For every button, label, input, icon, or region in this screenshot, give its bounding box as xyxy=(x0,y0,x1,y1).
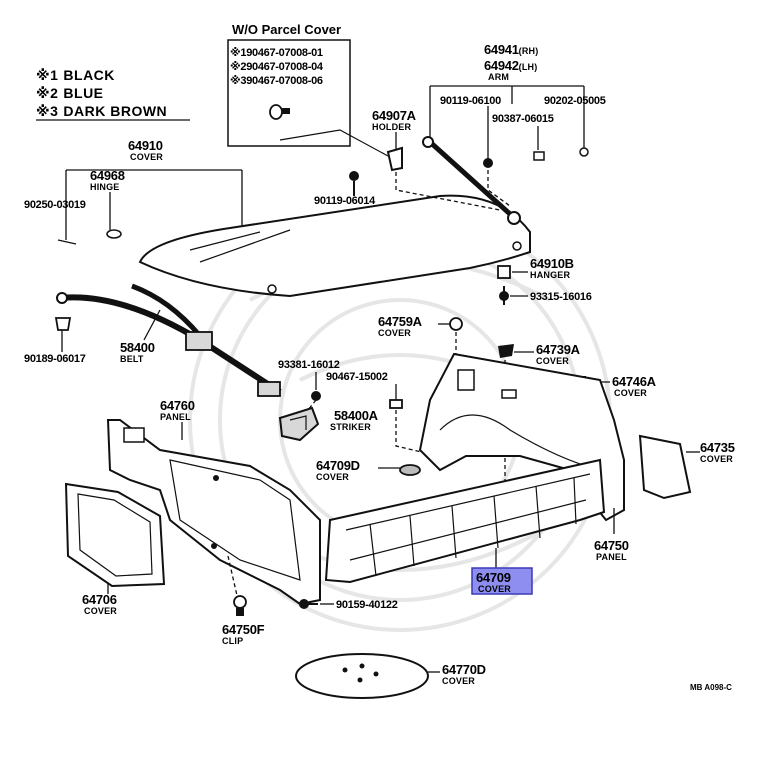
reference-code: MB A098-C xyxy=(690,683,732,692)
label-64968-number: 64968 xyxy=(90,168,125,183)
label-58400-desc: BELT xyxy=(120,354,144,364)
part-64709-cover xyxy=(324,458,606,584)
inset-line-3: ※390467-07008-06 xyxy=(230,75,323,87)
label-64968-desc: HINGE xyxy=(90,182,120,192)
label-90387-number: 90387-06015 xyxy=(492,113,554,125)
part-58400-belt xyxy=(56,283,282,397)
hinge-pin-icon xyxy=(57,229,122,245)
label-64910B-desc: HANGER xyxy=(530,270,571,280)
screw-icon xyxy=(299,599,318,609)
label-64942-desc: ARM xyxy=(488,72,509,82)
label-64759A-desc: COVER xyxy=(378,328,411,338)
label-90202-number: 90202-05005 xyxy=(544,95,606,107)
label-64760-desc: PANEL xyxy=(160,412,191,422)
arm-strut xyxy=(422,136,521,225)
label-93381-number: 93381-16012 xyxy=(278,359,340,371)
part-64735-cover xyxy=(638,434,692,500)
label-64941-number: 64941(RH) xyxy=(484,42,538,57)
label-64750-desc: PANEL xyxy=(596,552,627,562)
label-90467-number: 90467-15002 xyxy=(326,371,388,383)
label-64739A-number: 64739A xyxy=(536,342,581,357)
label-58400A-desc: STRIKER xyxy=(330,422,371,432)
label-64735-number: 64735 xyxy=(700,440,735,455)
clip-icon xyxy=(233,595,247,616)
screw-icon xyxy=(311,391,321,401)
bolt-icon xyxy=(54,317,72,331)
label-64750F-number: 64750F xyxy=(222,622,265,637)
part-64910-cover xyxy=(138,194,531,298)
label-58400-number: 58400 xyxy=(120,340,155,355)
bolt-icon xyxy=(483,147,589,168)
label-64770D-number: 64770D xyxy=(442,662,486,677)
label-64770D-desc: COVER xyxy=(442,676,475,686)
label-64709D-desc: COVER xyxy=(316,472,349,482)
label-64739A-desc: COVER xyxy=(536,356,569,366)
label-64706-desc: COVER xyxy=(84,606,117,616)
label-64746A-number: 64746A xyxy=(612,374,657,389)
bolt-icon xyxy=(499,286,509,305)
label-64759A-number: 64759A xyxy=(378,314,423,329)
label-64907A-desc: HOLDER xyxy=(372,122,412,132)
label-64709-number: 64709 xyxy=(476,570,511,585)
label-64750-number: 64750 xyxy=(594,538,629,553)
label-90119b-number: 90119-06014 xyxy=(314,195,376,207)
highlight-box-64709 xyxy=(471,567,533,595)
screw-icon xyxy=(349,171,359,196)
label-64910-desc: COVER xyxy=(130,152,163,162)
label-93315-number: 93315-16016 xyxy=(530,291,592,303)
inset-title: W/O Parcel Cover xyxy=(232,22,341,37)
label-64709D-number: 64709D xyxy=(316,458,360,473)
inset-box-parcel-cover: W/O Parcel Cover ※190467-07008-01 ※29046… xyxy=(227,22,351,147)
label-90250-number: 90250-03019 xyxy=(24,199,86,211)
label-64750F-desc: CLIP xyxy=(222,636,243,646)
label-64735-desc: COVER xyxy=(700,454,733,464)
screw-icon xyxy=(269,104,290,120)
part-64770D-cover xyxy=(295,653,429,699)
label-64706-number: 64706 xyxy=(82,592,117,607)
label-64910-number: 64910 xyxy=(128,138,163,153)
label-64760-number: 64760 xyxy=(160,398,195,413)
label-58400A-number: 58400A xyxy=(334,408,379,423)
label-64942-number: 64942(LH) xyxy=(484,58,537,73)
label-64709-desc: COVER xyxy=(478,584,511,594)
label-90119a-number: 90119-06100 xyxy=(440,95,501,107)
inset-line-1: ※190467-07008-01 xyxy=(230,47,323,59)
label-64910B-number: 64910B xyxy=(530,256,574,271)
label-90189-number: 90189-06017 xyxy=(24,353,86,365)
label-64907A-number: 64907A xyxy=(372,108,417,123)
label-64746A-desc: COVER xyxy=(614,388,647,398)
part-58400A-striker xyxy=(278,406,320,442)
inset-line-2: ※290467-07008-04 xyxy=(230,61,324,73)
label-90159-number: 90159-40122 xyxy=(336,599,398,611)
part-64706-cover xyxy=(64,482,166,588)
